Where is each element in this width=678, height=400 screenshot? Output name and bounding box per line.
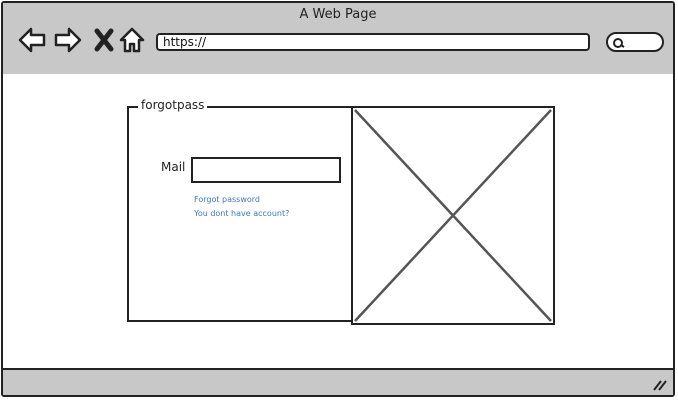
search-icon (613, 38, 625, 48)
search-button[interactable] (606, 32, 664, 52)
forgot-password-link[interactable]: Forgot password (194, 195, 260, 204)
image-placeholder-icon (354, 109, 552, 322)
url-bar[interactable]: https:// (156, 33, 590, 51)
mail-input[interactable] (191, 157, 341, 183)
window-title: A Web Page (299, 7, 377, 22)
image-placeholder (351, 106, 555, 325)
forward-arrow-icon[interactable] (53, 25, 83, 55)
close-icon[interactable] (89, 25, 119, 55)
home-icon[interactable] (117, 25, 147, 55)
back-arrow-icon[interactable] (17, 25, 47, 55)
mail-label: Mail (161, 160, 186, 174)
page-content: forgotpass Mail Forgot password You dont… (3, 74, 673, 370)
forgot-password-fieldset: forgotpass Mail Forgot password You dont… (127, 98, 353, 322)
fieldset-legend: forgotpass (138, 98, 208, 112)
browser-toolbar: A Web Page https:// (3, 3, 673, 76)
resize-grip-icon[interactable] (651, 378, 667, 392)
status-bar (3, 368, 673, 395)
create-account-link[interactable]: You dont have account? (194, 209, 290, 218)
